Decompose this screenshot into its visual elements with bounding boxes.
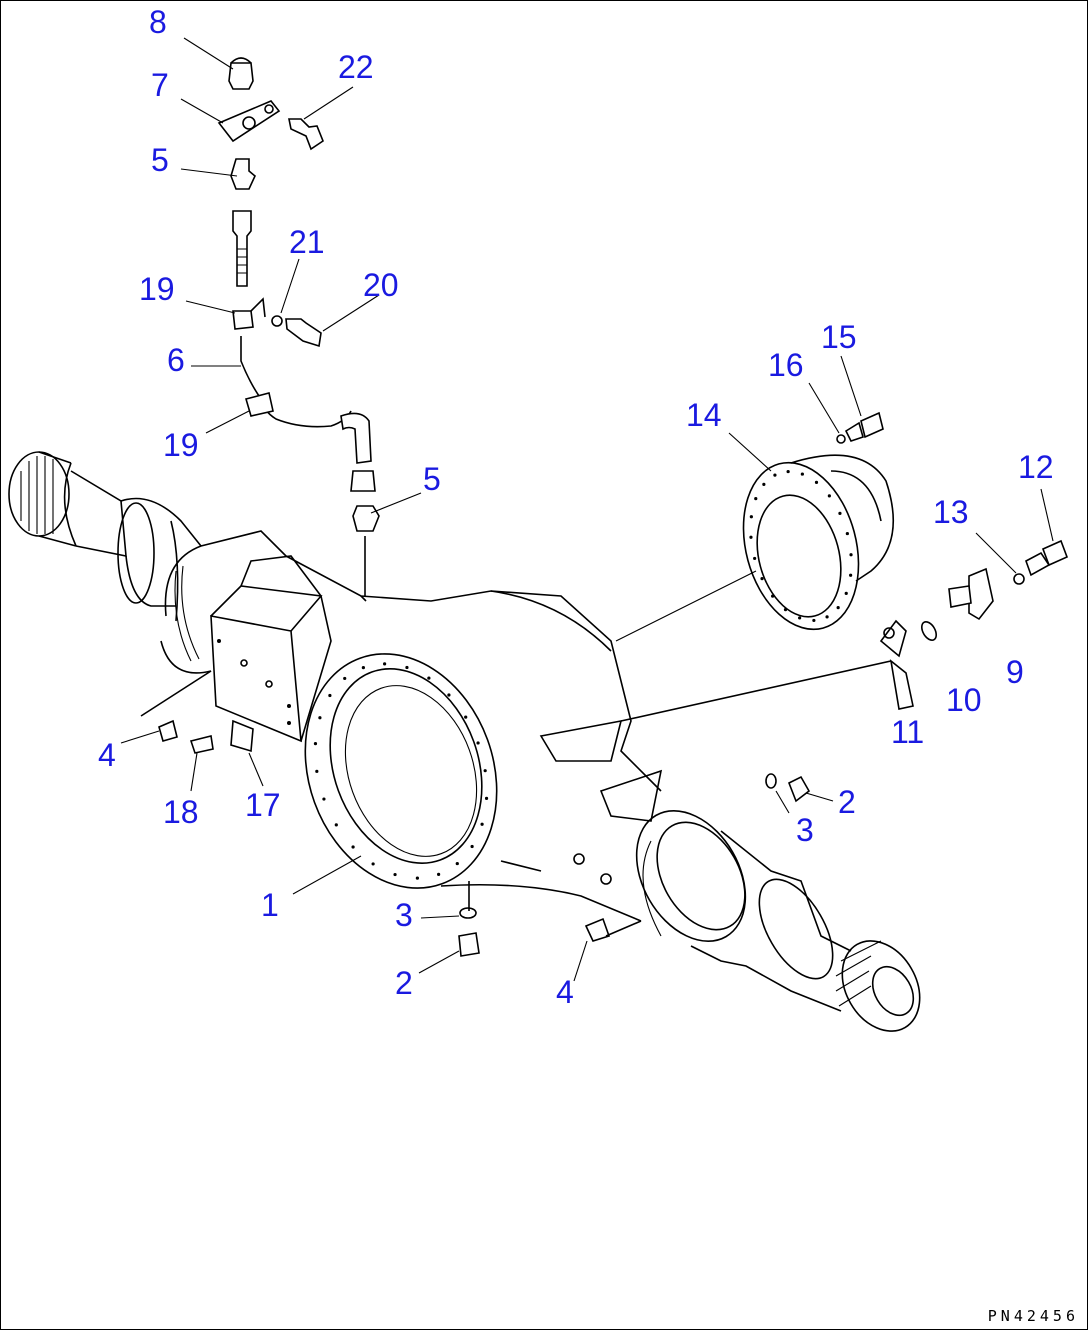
callout-20: 20 <box>363 267 399 303</box>
callout-11: 11 <box>891 714 925 750</box>
bolt-hole <box>371 862 375 866</box>
bolt-hole <box>812 618 816 623</box>
hub-bolt-holes <box>749 469 853 623</box>
callout-3-bottom: 3 <box>395 897 413 933</box>
bolt-hole <box>760 577 764 581</box>
bolt-hole <box>825 615 829 619</box>
callout-22: 22 <box>338 49 374 85</box>
bolt-hole <box>328 693 332 698</box>
bolt-hole <box>480 822 484 826</box>
callout-5-upper: 5 <box>151 142 169 178</box>
bolt-hole <box>849 573 853 577</box>
bolt-hole <box>361 666 365 670</box>
bolt-hole <box>393 872 397 877</box>
bolt-hole <box>754 497 758 501</box>
bolt-hole <box>814 480 819 484</box>
callout-7: 7 <box>151 67 169 103</box>
bolt-hole <box>845 531 849 536</box>
callout-9: 9 <box>1006 654 1024 690</box>
left-axle-end <box>8 451 202 622</box>
bolt-hole <box>470 844 474 849</box>
callout-3-right: 3 <box>796 812 814 848</box>
bolt-hole <box>786 469 790 474</box>
reference-code: PN42456 <box>987 1307 1079 1325</box>
callout-13: 13 <box>933 494 969 530</box>
bolt-hole <box>749 535 753 539</box>
bolt-hole <box>836 606 840 610</box>
callout-14: 14 <box>686 397 722 433</box>
bolt-hole <box>318 716 322 720</box>
callout-19-upper: 19 <box>139 271 175 307</box>
bolt-hole <box>415 876 419 880</box>
callout-4-bottom: 4 <box>556 974 574 1010</box>
bolt-hole <box>753 556 757 561</box>
bolt-hole <box>322 797 326 801</box>
bolt-hole <box>749 515 753 519</box>
callout-18: 18 <box>163 794 199 830</box>
callout-19-lower: 19 <box>163 427 199 463</box>
callout-21: 21 <box>289 224 325 260</box>
bolt-hole <box>464 715 468 719</box>
bolt-hole <box>838 511 842 515</box>
bolt-hole <box>484 796 489 800</box>
center-bore-flange <box>304 653 498 889</box>
right-flange <box>635 810 921 1032</box>
bolt-hole <box>773 473 777 477</box>
bolt-hole <box>798 616 802 620</box>
callout-2-bottom: 2 <box>395 965 413 1001</box>
callout-15: 15 <box>821 319 857 355</box>
bolt-hole <box>351 845 355 849</box>
hub-14 <box>742 454 895 631</box>
callout-17: 17 <box>245 787 281 823</box>
callout-8: 8 <box>149 4 167 40</box>
callout-5-lower: 5 <box>423 461 441 497</box>
right-small-parts <box>620 411 1069 803</box>
bolt-hole <box>783 608 788 612</box>
bolt-hole <box>771 594 775 598</box>
diff-cover-block <box>210 555 332 743</box>
bolt-hole <box>800 472 804 476</box>
center-flange-bolt-holes <box>313 662 489 880</box>
bolt-hole <box>844 591 848 595</box>
callout-2-right: 2 <box>838 784 856 820</box>
bolt-hole <box>315 769 319 773</box>
left-small-parts <box>140 670 254 754</box>
bolt-hole <box>827 494 831 498</box>
bolt-hole <box>447 693 451 697</box>
callout-16: 16 <box>768 347 804 383</box>
bolt-hole <box>437 872 441 876</box>
bolt-hole <box>455 861 459 866</box>
bolt-hole <box>405 665 409 670</box>
bolt-hole <box>762 482 766 486</box>
bolt-hole <box>334 823 338 827</box>
callout-10: 10 <box>946 682 982 718</box>
breather-assembly <box>217 57 380 596</box>
bolt-hole <box>427 676 431 680</box>
callout-12: 12 <box>1018 449 1054 485</box>
bolt-hole <box>383 662 387 666</box>
bolt-hole <box>483 769 487 773</box>
bottom-small-parts <box>458 881 642 957</box>
callout-4-left: 4 <box>98 737 116 773</box>
callout-6: 6 <box>167 342 185 378</box>
left-flange <box>160 530 287 674</box>
bolt-hole <box>313 742 318 746</box>
bolt-hole <box>849 553 853 557</box>
housing-body <box>285 555 663 922</box>
callout-1: 1 <box>261 887 279 923</box>
bolt-hole <box>343 676 347 681</box>
leader-lines <box>120 37 1054 982</box>
bolt-hole <box>476 741 480 745</box>
